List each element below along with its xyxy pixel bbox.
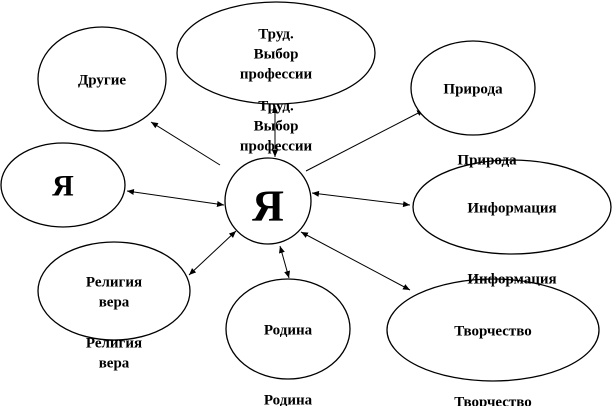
ghost-label-informaciya-echo-line: Информация — [467, 271, 556, 287]
node-rodina-label-line: Родина — [264, 322, 313, 338]
ghost-label-priroda-echo-line: Природа — [457, 152, 517, 168]
node-drugie-label-line: Другие — [78, 72, 126, 88]
ghost-label-trud-echo-line: Труд. — [258, 98, 294, 114]
ghost-label-religiya-echo: Религия вера — [86, 335, 142, 371]
node-tvorchestvo-label: Творчество — [454, 323, 532, 339]
node-trud-label: Труд. Выбор профессии — [240, 26, 313, 82]
edge-center-to-rodina — [279, 245, 290, 279]
node-ya-left-ellipse — [0, 142, 126, 228]
node-ya-left: Я — [0, 142, 126, 228]
node-ya-left-label: Я — [52, 170, 74, 203]
node-informaciya-ellipse — [412, 159, 612, 255]
node-center-circle — [224, 157, 312, 245]
edge-center-to-priroda — [305, 109, 425, 172]
node-religiya-label-line: Религия — [86, 274, 142, 290]
node-drugie: Другие — [37, 26, 167, 132]
node-tvorchestvo-label-line: Творчество — [454, 323, 532, 339]
node-trud-label-line: Труд. — [258, 26, 294, 42]
edge-center-to-ya-left — [126, 189, 225, 207]
node-priroda: Природа — [410, 40, 536, 136]
node-informaciya-label-line: Информация — [467, 200, 556, 216]
node-trud-ellipse — [176, 1, 376, 105]
node-drugie-ellipse — [37, 26, 167, 132]
node-religiya: Религия вера — [37, 241, 191, 341]
ghost-label-tvorchestvo-echo: Творчество — [454, 394, 532, 406]
node-religiya-label-line: вера — [99, 294, 130, 310]
ghost-label-informaciya-echo: Информация — [467, 271, 556, 287]
node-center-label-line: Я — [252, 181, 284, 230]
edge-center-to-drugie — [150, 121, 221, 166]
node-rodina-ellipse — [225, 278, 351, 380]
ghost-label-rodina-echo-line: Родина — [264, 392, 313, 406]
node-religiya-ellipse — [37, 241, 191, 341]
node-ya-left-label-line: Я — [52, 170, 74, 203]
ghost-label-religiya-echo-line: Религия — [86, 335, 142, 351]
node-center: Я — [224, 157, 312, 245]
node-priroda-label: Природа — [443, 81, 503, 97]
node-rodina: Родина — [225, 278, 351, 380]
node-informaciya: Информация — [412, 159, 612, 255]
ghost-label-trud-echo: Труд. Выбор профессии — [240, 98, 313, 154]
ghost-label-tvorchestvo-echo-line: Творчество — [454, 394, 532, 406]
node-center-label: Я — [252, 181, 284, 230]
ghost-label-religiya-echo-line: вера — [99, 355, 130, 371]
node-tvorchestvo: Творчество — [386, 278, 600, 382]
ghost-label-trud-echo-line: Выбор — [254, 118, 299, 134]
node-priroda-label-line: Природа — [443, 81, 503, 97]
node-priroda-ellipse — [410, 40, 536, 136]
node-trud-label-line: Выбор — [254, 46, 299, 62]
node-drugie-label: Другие — [78, 72, 126, 88]
ghost-label-priroda-echo: Природа — [457, 152, 517, 168]
edge-center-to-informaciya — [311, 190, 411, 208]
node-trud-label-line: профессии — [240, 66, 313, 82]
ghost-label-trud-echo-line: профессии — [240, 138, 313, 154]
ghost-label-rodina-echo: Родина — [264, 392, 313, 406]
node-tvorchestvo-ellipse — [386, 278, 600, 382]
edge-center-to-tvorchestvo — [300, 231, 411, 291]
node-religiya-label: Религия вера — [86, 274, 142, 310]
node-trud: Труд. Выбор профессии — [176, 1, 376, 105]
node-informaciya-label: Информация — [467, 200, 556, 216]
edges-layer — [126, 106, 425, 291]
node-rodina-label: Родина — [264, 322, 313, 338]
edge-center-to-religiya — [188, 230, 237, 276]
